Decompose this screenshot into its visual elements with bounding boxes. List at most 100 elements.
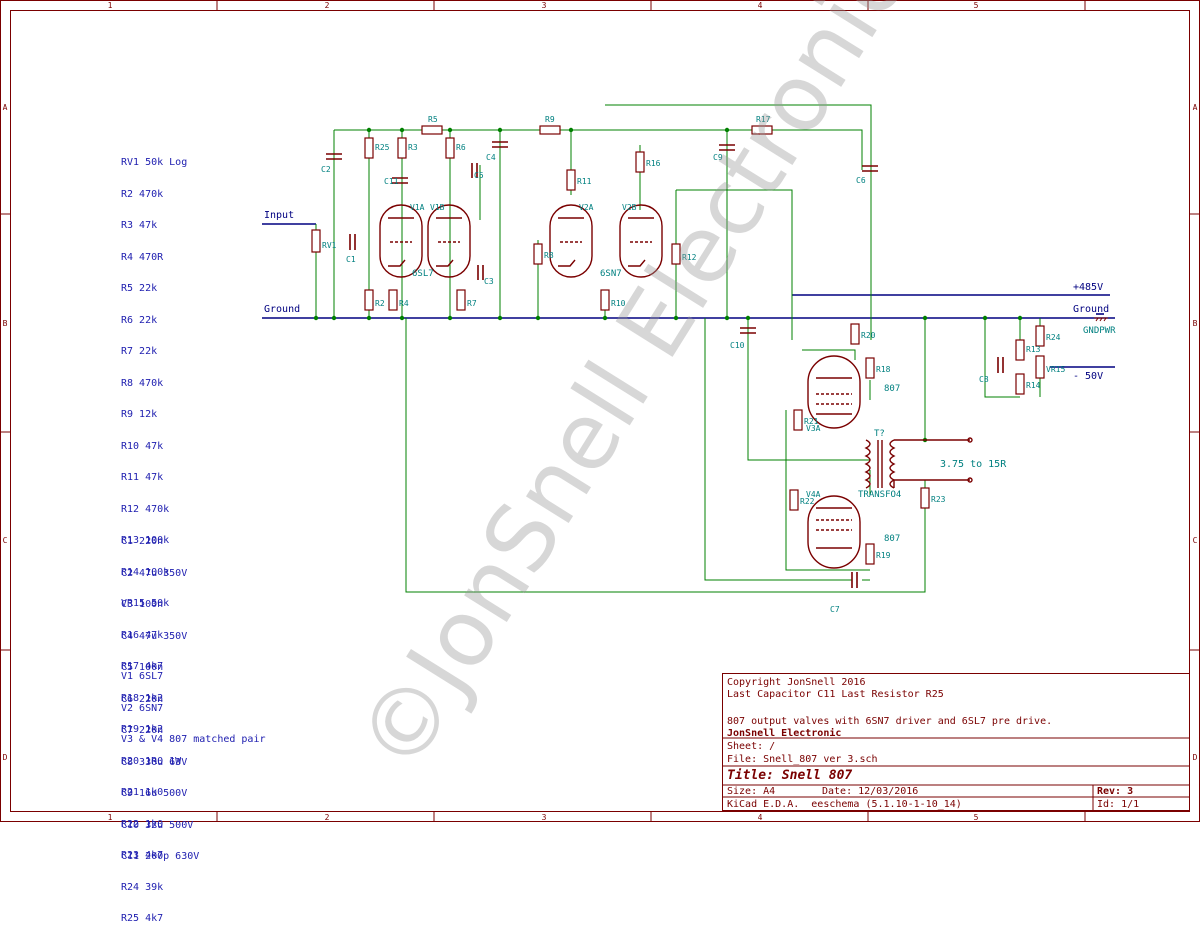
bom-line: C6 220n bbox=[121, 693, 164, 705]
v3-type: 807 bbox=[884, 384, 900, 394]
tb-last-parts: Last Capacitor C11 Last Resistor R25 bbox=[727, 689, 944, 700]
ref-C6: C6 bbox=[856, 176, 866, 185]
tb-file: File: Snell_807 ver 3.sch bbox=[727, 754, 878, 765]
net-label-bias: - 50V bbox=[1073, 371, 1103, 382]
ref-R25: R25 bbox=[375, 143, 390, 152]
title-block bbox=[722, 673, 1190, 811]
ref-RV1: RV1 bbox=[322, 241, 337, 250]
resistor-R7 bbox=[456, 289, 466, 311]
ref-R24: R24 bbox=[1046, 333, 1061, 342]
valve-V2A bbox=[549, 204, 593, 278]
ref-C4: C4 bbox=[486, 153, 496, 162]
tb-id: Id: 1/1 bbox=[1097, 799, 1140, 810]
net-labels: Input Ground Ground +485V - 50V bbox=[264, 210, 1109, 382]
bom-line: C7 220n bbox=[121, 725, 164, 736]
ref-R12: R12 bbox=[682, 253, 697, 262]
ref-R18: R18 bbox=[876, 365, 891, 374]
bom-line: R10 47k bbox=[121, 440, 164, 452]
row-label: A bbox=[1193, 103, 1198, 112]
col-label: 2 bbox=[325, 813, 330, 822]
bom-line: R9 12k bbox=[121, 409, 158, 420]
resistor-R13 bbox=[1015, 339, 1025, 361]
ref-R19: R19 bbox=[876, 551, 891, 560]
net-label-b-plus: +485V bbox=[1073, 282, 1103, 293]
cap-C5 bbox=[471, 163, 478, 178]
resistors bbox=[311, 125, 1045, 565]
col-label: 5 bbox=[974, 813, 979, 822]
row-label: D bbox=[1193, 753, 1198, 762]
bom-line: R6 22k bbox=[121, 314, 158, 326]
wires bbox=[315, 104, 1041, 593]
resistor-R16 bbox=[635, 151, 645, 173]
bom-line: C8 330u 63V bbox=[121, 756, 188, 768]
resistor-R14 bbox=[1015, 373, 1025, 395]
cap-C3 bbox=[477, 265, 484, 280]
ref-C8: C8 bbox=[979, 375, 989, 384]
ref-R4: R4 bbox=[399, 299, 409, 308]
tb-company: JonSnell Electronic bbox=[727, 728, 842, 739]
col-label: 3 bbox=[542, 813, 547, 822]
row-label: A bbox=[3, 103, 8, 112]
gndpwr-label: GNDPWR bbox=[1083, 326, 1116, 336]
bom-line: R14 100k bbox=[121, 566, 170, 578]
net-label-input: Input bbox=[264, 210, 294, 221]
bom-line: R16 47k bbox=[121, 629, 164, 641]
bom-line: R11 47k bbox=[121, 472, 164, 483]
resistor-R21 bbox=[793, 409, 803, 431]
transformer-T bbox=[864, 437, 973, 489]
ref-R13: R13 bbox=[1026, 345, 1041, 354]
v2-type: 6SN7 bbox=[600, 269, 622, 279]
reference-designators: R2 R3 R4 R5 R6 R7 R8 R9 R10 R11 R12 R13 … bbox=[321, 115, 1065, 614]
resistor-R12 bbox=[671, 243, 681, 265]
cap-C2 bbox=[326, 153, 342, 160]
bom-line: C1 220n bbox=[121, 536, 164, 547]
schematic-sheet: 1 2 3 4 5 1 2 3 4 5 A B C D A B C D bbox=[0, 0, 1200, 822]
bom-valves: V1 6SL7 V2 6SN7 V3 & V4 807 matched pair bbox=[121, 651, 266, 756]
bom-line: R19 1k2 bbox=[121, 724, 164, 735]
tb-tool: KiCad E.D.A. eeschema (5.1.10-1-10_14) bbox=[727, 799, 962, 810]
tb-comment: 807 output valves with 6SN7 driver and 6… bbox=[727, 716, 1053, 727]
ref-C5: C5 bbox=[474, 171, 484, 180]
ref-R5: R5 bbox=[428, 115, 438, 124]
resistor-R5 bbox=[421, 125, 443, 135]
cap-C1 bbox=[349, 234, 356, 250]
bom-line: V2 6SN7 bbox=[121, 702, 164, 714]
bom-line: R3 47k bbox=[121, 220, 158, 231]
ref-V1B: V1B bbox=[430, 203, 445, 212]
bom-line: C4 47u 350V bbox=[121, 630, 188, 642]
ref-R2: R2 bbox=[375, 299, 385, 308]
ref-V3A: V3A bbox=[806, 424, 821, 433]
col-label: 5 bbox=[974, 1, 979, 10]
row-label: B bbox=[1193, 319, 1198, 328]
ref-R9: R9 bbox=[545, 115, 555, 124]
ref-R17: R17 bbox=[756, 115, 771, 124]
valves bbox=[379, 204, 861, 569]
bom-line: C9 16u 500V bbox=[121, 788, 188, 799]
ref-R21: R21 bbox=[804, 417, 819, 426]
col-label: 4 bbox=[758, 1, 763, 10]
tb-title: Title: Snell 807 bbox=[727, 768, 853, 783]
pot-VR15 bbox=[1035, 355, 1045, 379]
valve-V1B bbox=[427, 204, 471, 278]
resistor-R18 bbox=[865, 357, 875, 379]
resistor-R17 bbox=[751, 125, 773, 135]
col-label: 4 bbox=[758, 813, 763, 822]
bom-line: R21 1k0 bbox=[121, 787, 164, 798]
bom-line: R25 4k7 bbox=[121, 913, 164, 924]
bom-line: R18 1k2 bbox=[121, 692, 164, 704]
ref-R23: R23 bbox=[931, 495, 946, 504]
cap-C10 bbox=[740, 327, 756, 334]
bom-line: V3 & V4 807 matched pair bbox=[121, 734, 266, 745]
resistor-R10 bbox=[600, 289, 610, 311]
ref-V2B: V2B bbox=[622, 203, 637, 212]
net-label-ground: Ground bbox=[264, 304, 300, 315]
tb-rev: Rev: 3 bbox=[1097, 786, 1134, 797]
v1-type: 6SL7 bbox=[412, 269, 434, 279]
col-label: 1 bbox=[108, 813, 113, 822]
ref-V4A: V4A bbox=[806, 490, 821, 499]
transformer-ref: T? bbox=[874, 429, 885, 439]
ref-V2A: V2A bbox=[579, 203, 594, 212]
bom-line: V1 6SL7 bbox=[121, 671, 164, 682]
pot-RV1 bbox=[311, 229, 321, 253]
bom-line: R8 470k bbox=[121, 377, 164, 389]
